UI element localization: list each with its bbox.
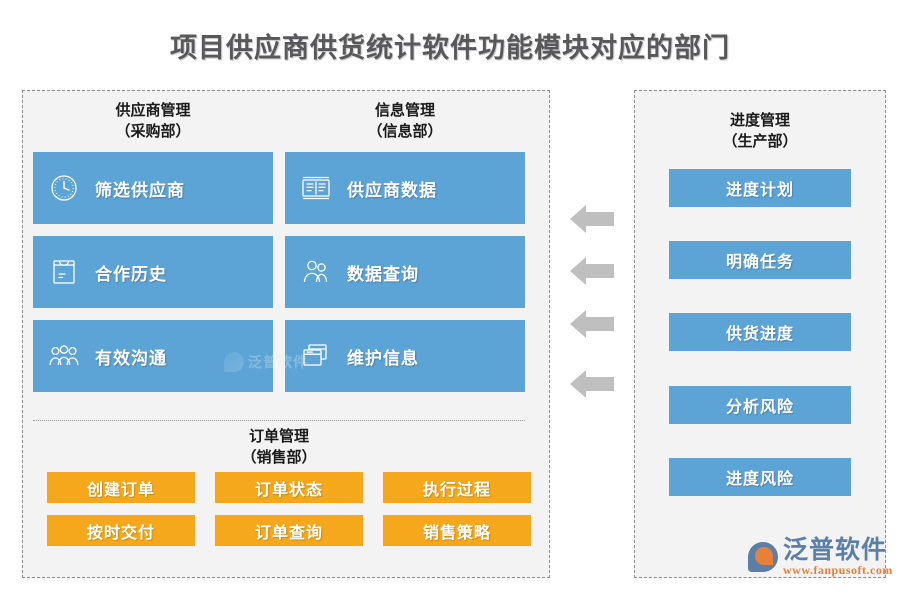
supplier-management-department: （采购部）	[115, 122, 191, 140]
order-button-order-query[interactable]: 订单查询	[215, 515, 363, 546]
module-label: 合作历史	[95, 264, 167, 285]
order-button-sales-strategy[interactable]: 销售策略	[383, 515, 531, 546]
module-tile-cooperation-history[interactable]: 合作历史	[33, 236, 273, 308]
supplier-management-title: 供应商管理	[115, 101, 191, 119]
page-title: 项目供应商供货统计软件功能模块对应的部门	[170, 33, 730, 64]
module-tile-data-query[interactable]: 数据查询	[285, 236, 525, 308]
module-tile-effective-communication[interactable]: 有效沟通	[33, 320, 273, 392]
module-label: 筛选供应商	[95, 180, 185, 201]
order-management-header: 订单管理 （销售部）	[33, 426, 525, 468]
windows-stack-icon	[285, 342, 347, 370]
information-management-title: 信息管理	[374, 101, 435, 119]
information-management-header: 信息管理 （信息部）	[285, 100, 525, 142]
module-tile-supplier-data[interactable]: 供应商数据	[285, 152, 525, 224]
progress-item-schedule-plan[interactable]: 进度计划	[669, 169, 851, 207]
flow-arrow-left-4	[568, 368, 616, 400]
progress-management-header: 进度管理 （生产部）	[645, 110, 875, 152]
envelope-folder-icon	[33, 257, 95, 287]
module-label: 维护信息	[347, 348, 419, 369]
flow-arrow-left-2	[568, 255, 616, 287]
module-tile-filter-supplier[interactable]: 筛选供应商	[33, 152, 273, 224]
clock-icon	[33, 173, 95, 203]
order-management-department: （销售部）	[241, 448, 317, 466]
order-management-title: 订单管理	[248, 427, 309, 445]
supplier-management-header: 供应商管理 （采购部）	[33, 100, 273, 142]
progress-item-schedule-risk[interactable]: 进度风险	[669, 458, 851, 496]
progress-item-analyze-risk[interactable]: 分析风险	[669, 386, 851, 424]
progress-item-supply-progress[interactable]: 供货进度	[669, 313, 851, 351]
order-button-create-order[interactable]: 创建订单	[47, 472, 195, 503]
order-button-execution[interactable]: 执行过程	[383, 472, 531, 503]
progress-item-clear-tasks[interactable]: 明确任务	[669, 241, 851, 279]
group-people-icon	[33, 343, 95, 369]
module-tile-maintain-information[interactable]: 维护信息	[285, 320, 525, 392]
order-section-divider	[33, 420, 525, 421]
flow-arrow-left-1	[568, 203, 616, 235]
progress-management-title: 进度管理	[729, 111, 790, 129]
data-list-icon	[285, 175, 347, 201]
two-people-icon	[285, 258, 347, 286]
flow-arrow-left-3	[568, 308, 616, 340]
information-management-department: （信息部）	[367, 122, 443, 140]
order-button-on-time-delivery[interactable]: 按时交付	[47, 515, 195, 546]
progress-management-department: （生产部）	[722, 132, 798, 150]
module-label: 供应商数据	[347, 180, 437, 201]
order-button-order-status[interactable]: 订单状态	[215, 472, 363, 503]
module-label: 数据查询	[347, 264, 419, 285]
module-label: 有效沟通	[95, 348, 167, 369]
